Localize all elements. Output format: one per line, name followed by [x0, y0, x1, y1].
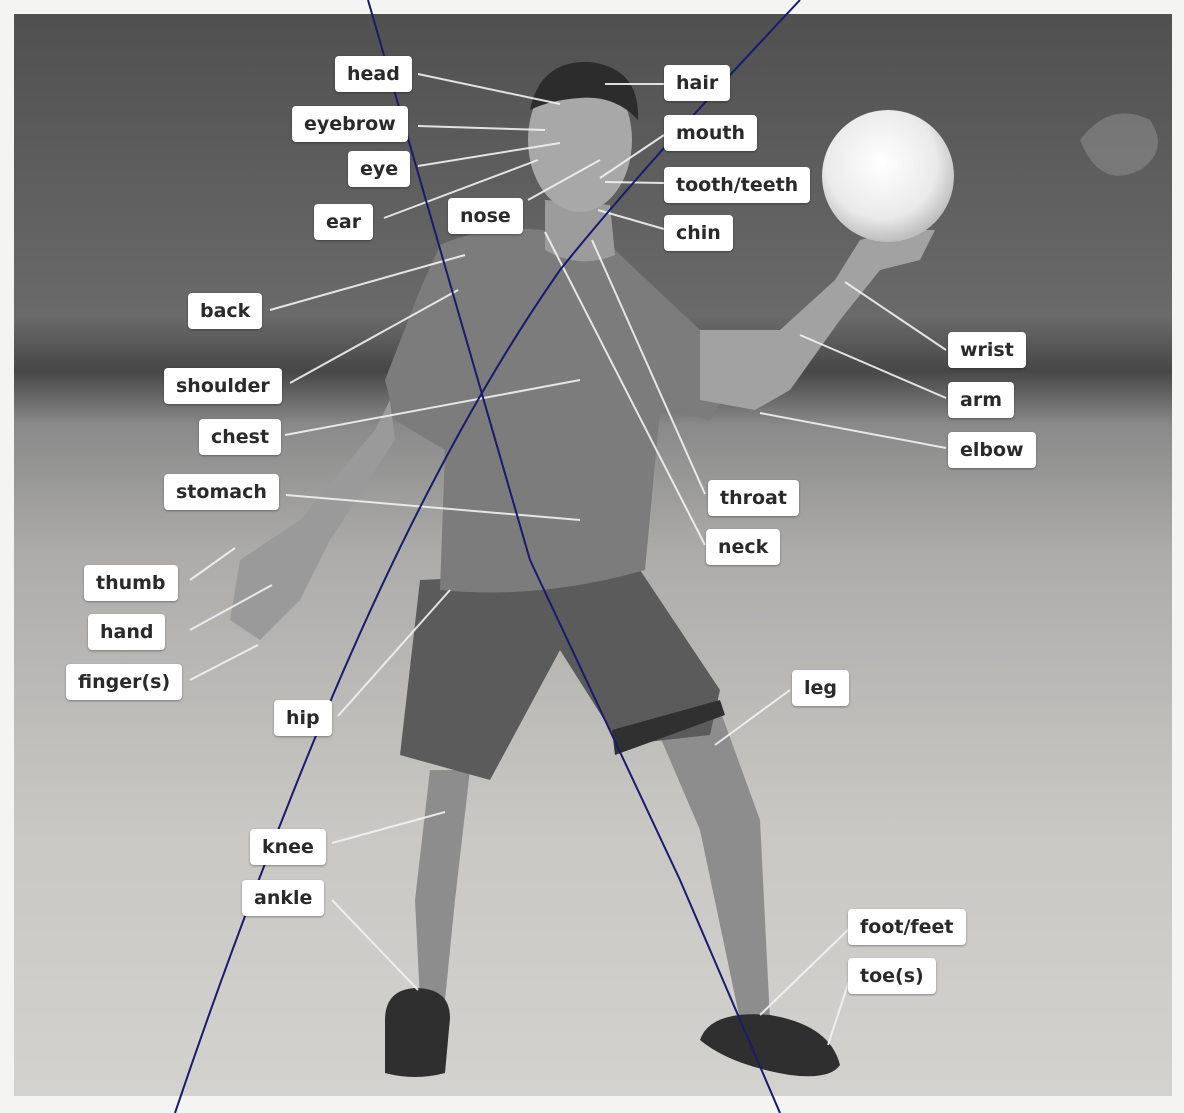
label-eye: eye: [348, 151, 410, 187]
label-wrist: wrist: [948, 332, 1026, 368]
label-thumb: thumb: [84, 565, 178, 601]
label-neck: neck: [706, 529, 780, 565]
label-hip: hip: [274, 700, 332, 736]
label-throat: throat: [708, 480, 799, 516]
left-sandal: [385, 988, 450, 1077]
label-mouth: mouth: [664, 115, 757, 151]
label-hair: hair: [664, 65, 730, 101]
label-chin: chin: [664, 215, 733, 251]
label-foot-feet: foot/feet: [848, 909, 966, 945]
label-head: head: [335, 56, 412, 92]
label-nose: nose: [448, 198, 523, 234]
label-ear: ear: [314, 204, 373, 240]
label-ankle: ankle: [242, 880, 324, 916]
label-stomach: stomach: [164, 474, 279, 510]
ball: [822, 110, 954, 242]
label-toes: toe(s): [848, 958, 936, 994]
label-shoulder: shoulder: [164, 368, 282, 404]
label-hand: hand: [88, 614, 165, 650]
label-fingers: finger(s): [66, 664, 182, 700]
label-tooth-teeth: tooth/teeth: [664, 167, 810, 203]
label-chest: chest: [199, 419, 281, 455]
label-eyebrow: eyebrow: [292, 106, 408, 142]
label-elbow: elbow: [948, 432, 1036, 468]
label-leg: leg: [792, 670, 849, 706]
label-knee: knee: [250, 829, 326, 865]
label-back: back: [188, 293, 262, 329]
label-arm: arm: [948, 382, 1014, 418]
